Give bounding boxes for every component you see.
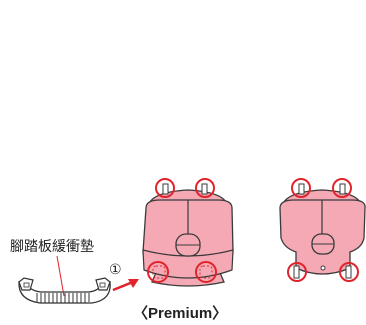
red-circle-highlight-icon [147, 178, 217, 283]
base-unit-front-view [142, 178, 234, 287]
pad-position-markers [152, 265, 213, 279]
footrest-pad [18, 277, 111, 304]
label-leader-line [56, 255, 65, 297]
red-right-arrow-icon [112, 279, 139, 292]
step-marker: ① [109, 262, 122, 278]
red-circle-highlight-icon [287, 178, 359, 282]
base-unit-side-view [279, 178, 366, 282]
footrest-pad-label: 腳踏板緩衝墊 [10, 239, 94, 255]
pad-grip-lines [36, 293, 90, 303]
model-caption: 〈Premium〉 [133, 304, 227, 322]
